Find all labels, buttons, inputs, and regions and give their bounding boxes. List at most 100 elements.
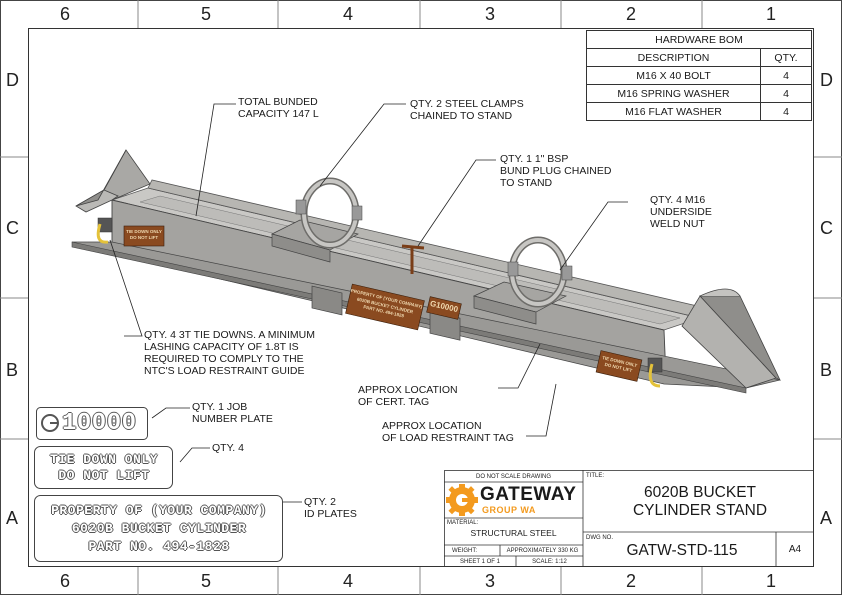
callout-line: ID PLATES [304, 508, 357, 520]
callout-line: CHAINED TO STAND [410, 110, 513, 122]
plate-line: 6020B BUCKET CYLINDER [71, 521, 247, 536]
bom-cell: M16 SPRING WASHER [586, 84, 761, 103]
zone-col-bottom-6: 6 [60, 571, 71, 591]
callout-line: REQUIRED TO COMPLY TO THE [144, 353, 304, 365]
title-block [444, 470, 814, 567]
tie-down-plate-text: TIE DOWN ONLY DO NOT LIFT [36, 452, 172, 484]
plate-line: DO NOT LIFT [58, 468, 150, 483]
callout-line: QTY. 4 [212, 442, 244, 454]
material-value: STRUCTURAL STEEL [470, 528, 557, 538]
callout-line: QTY. 4 3T TIE DOWNS. A MINIMUM [144, 329, 315, 341]
gusset-right-curve [699, 288, 741, 297]
callout-line: QTY. 1 JOB [192, 401, 248, 413]
callout-line: OF CERT. TAG [358, 396, 430, 408]
callout-steel-clamps: QTY. 2 STEEL CLAMPS CHAINED TO STAND [410, 98, 524, 122]
callout-line: APPROX LOCATION [358, 384, 458, 396]
callout-id-plates: QTY. 2 ID PLATES [304, 496, 357, 520]
zone-row-right-a: A [820, 508, 833, 528]
tie-down-ring-right [647, 357, 663, 388]
bom-cell: 4 [760, 102, 812, 121]
tie-down-ring-left [96, 217, 113, 244]
callout-line: WELD NUT [650, 218, 705, 230]
drawing-number: GATW-STD-115 [626, 542, 738, 559]
bom-header-qty: QTY. [760, 48, 812, 67]
callout-line: LASHING CAPACITY OF 1.8T IS [144, 341, 299, 353]
callout-line: QTY. 1 1" BSP [500, 153, 569, 165]
model-job-plate [426, 296, 462, 320]
leader-lines [109, 103, 628, 529]
clamp-left [271, 177, 363, 263]
zone-row-right-d: D [820, 70, 833, 90]
bom-cell: M16 FLAT WASHER [586, 102, 761, 121]
bom-title: HARDWARE BOM [586, 30, 812, 49]
hardware-bom-table: HARDWARE BOM DESCRIPTION QTY. M16 X 40 B… [586, 30, 812, 121]
callout-line: NTC'S LOAD RESTRAINT GUIDE [144, 365, 305, 377]
zone-row-left-b: B [6, 360, 19, 380]
plate-line: PART NO. 494-1828 [88, 539, 230, 554]
material-label: MATERIAL: [447, 520, 479, 526]
title-line: CYLINDER STAND [632, 502, 768, 519]
callout-line: UNDERSIDE [650, 206, 712, 218]
fork-pocket-left [311, 285, 343, 316]
callout-line: BUND PLUG CHAINED [500, 165, 612, 177]
job-number-plate-outline [36, 407, 148, 440]
callout-line: NUMBER PLATE [192, 413, 273, 425]
drawing-title: 6020B BUCKET CYLINDER STAND [586, 484, 814, 520]
callout-line: APPROX LOCATION [382, 420, 482, 432]
zone-row-left-c: C [6, 218, 19, 238]
zone-col-bottom-3: 3 [485, 571, 496, 591]
bom-header-description: DESCRIPTION [586, 48, 761, 67]
sheet-size: A4 [788, 544, 802, 555]
bom-cell: 4 [760, 84, 812, 103]
dwg-no-label: DWG NO. [586, 535, 613, 541]
plate-line: PROPERTY OF (YOUR COMPANY) [51, 503, 267, 518]
model-id-plate [345, 283, 425, 331]
g-logo-icon [41, 414, 59, 432]
scale-value: SCALE: 1:12 [532, 559, 567, 565]
table-row: M16 SPRING WASHER 4 [586, 84, 812, 103]
callout-line: TOTAL BUNDED [238, 96, 318, 108]
zone-col-top-4: 4 [343, 4, 354, 24]
title-label: TITLE: [586, 473, 605, 479]
callout-weld-nut: QTY. 4 M16 UNDERSIDE WELD NUT [650, 194, 712, 230]
weight-label: WEIGHT: [452, 548, 477, 554]
job-number-text: 10000 [62, 410, 137, 437]
zone-col-bottom-1: 1 [766, 571, 777, 591]
sheet-value: SHEET 1 OF 1 [460, 559, 500, 565]
zone-col-bottom-2: 2 [626, 571, 637, 591]
clamp-right [472, 236, 573, 325]
plate-line: TIE DOWN ONLY [50, 452, 158, 467]
gateway-logo-name: GATEWAY [480, 484, 577, 505]
callout-job-plate: QTY. 1 JOB NUMBER PLATE [192, 401, 273, 425]
gateway-logo-icon [446, 484, 478, 516]
callout-line: TO STAND [500, 177, 553, 189]
bom-cell: 4 [760, 66, 812, 85]
callout-tie-downs: QTY. 4 3T TIE DOWNS. A MINIMUM LASHING C… [144, 329, 315, 377]
do-not-scale-label: DO NOT SCALE DRAWING [475, 474, 551, 480]
weight-value: APPROXIMATELY 330 KG [506, 548, 579, 554]
zone-col-top-5: 5 [201, 4, 212, 24]
callout-bunded-capacity: TOTAL BUNDED CAPACITY 147 L [238, 96, 319, 120]
callout-load-restraint-tag: APPROX LOCATION OF LOAD RESTRAINT TAG [382, 420, 514, 444]
model-tie-tag-left-text: TIE DOWN ONLY DO NOT LIFT [124, 229, 164, 241]
id-plate-text: PROPERTY OF (YOUR COMPANY) 6020B BUCKET … [36, 502, 282, 556]
zone-row-right-c: C [820, 218, 833, 238]
zone-row-right-b: B [820, 360, 833, 380]
gusset-left-side [75, 149, 127, 207]
model-tie-tag-right [595, 350, 643, 382]
model-tie-tag-left [123, 225, 165, 247]
gateway-logo-sub: GROUP WA [482, 505, 536, 515]
inner-border [28, 28, 814, 567]
zone-col-top-6: 6 [60, 4, 71, 24]
callout-cert-tag: APPROX LOCATION OF CERT. TAG [358, 384, 458, 408]
tag-line: TIE DOWN ONLY [126, 229, 162, 234]
callout-line: QTY. 2 STEEL CLAMPS [410, 98, 524, 110]
callout-line: QTY. 2 [304, 496, 336, 508]
callout-bund-plug: QTY. 1 1" BSP BUND PLUG CHAINED TO STAND [500, 153, 611, 189]
bund-plug [401, 244, 425, 274]
tag-line: DO NOT LIFT [129, 235, 159, 240]
tie-down-plate-outline [34, 446, 173, 489]
bucket-cylinder-stand [71, 149, 781, 394]
